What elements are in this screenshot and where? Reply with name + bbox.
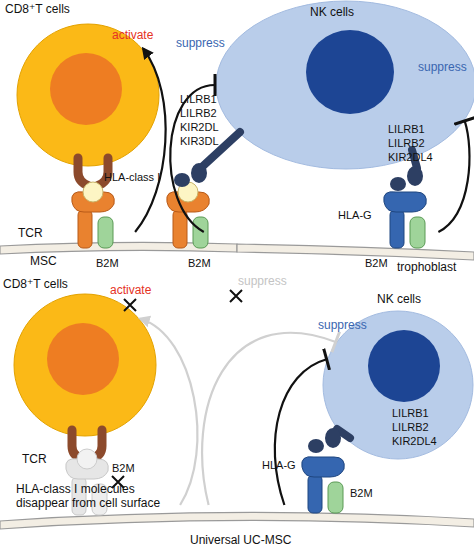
t-cell-circle: CD8⁺T cells — [16, 23, 160, 167]
nk-receptor-domain — [174, 173, 190, 187]
cell-nucleus — [306, 30, 394, 114]
cell-nucleus — [47, 323, 119, 395]
edge-label: suppress — [238, 274, 287, 288]
annotation-label: B2M — [188, 256, 211, 270]
b2m-domain — [410, 217, 425, 248]
activation-arrow — [140, 319, 197, 505]
inhibition-connector — [202, 333, 336, 505]
annotation-label: TCR — [18, 226, 43, 240]
alpha12-domain — [302, 457, 345, 477]
edge-label: suppress — [176, 36, 225, 50]
cross-mark — [230, 290, 242, 302]
t-cell-circle: CD8⁺T cells — [13, 293, 157, 437]
hla-class-i-molecule — [72, 182, 115, 248]
node-shape — [215, 0, 474, 170]
b2m-domain — [98, 217, 113, 248]
annotation-label: LILRB1 — [392, 406, 429, 420]
alpha3-domain — [308, 475, 322, 513]
b2m-domain — [328, 482, 343, 513]
nk-receptor-domain — [325, 428, 341, 448]
annotation-label: HLA-G — [338, 208, 372, 222]
alpha3-domain — [173, 210, 187, 248]
annotation-label: LILRB1 — [388, 122, 425, 136]
peptide — [83, 182, 103, 202]
tcr-chain — [78, 158, 89, 186]
annotation-label: HLA-G — [262, 458, 296, 472]
annotation-label: TCR — [22, 452, 47, 466]
peptide — [77, 449, 97, 469]
cell-label: CD8⁺T cells — [5, 2, 70, 16]
edge-label: suppress — [418, 60, 467, 74]
annotation-label: B2M — [365, 256, 388, 270]
annotation-label: HLA-class I — [104, 170, 160, 184]
membrane-band — [237, 244, 474, 260]
annotation-label: LILRB2 — [180, 106, 217, 120]
edge-label: suppress — [318, 318, 367, 332]
cell-label: NK cells — [377, 292, 421, 306]
nk-receptor-domain — [390, 177, 406, 191]
annotation-label: KIR2DL — [180, 120, 219, 134]
alpha12-domain — [384, 192, 427, 212]
inhibition-connector — [438, 121, 469, 232]
nk-receptor-domain — [407, 166, 423, 186]
cell-membrane: Universal UC-MSC — [0, 505, 474, 553]
annotation-label: KIR2DL4 — [392, 434, 437, 448]
cell-body — [14, 294, 156, 436]
nk-cell-ellipse: NK cells — [215, 0, 474, 170]
cell-body — [323, 311, 473, 459]
activation-arrow — [135, 49, 166, 232]
cross-mark — [124, 299, 136, 311]
annotation-label: LILRB2 — [392, 420, 429, 434]
cell-label: NK cells — [310, 5, 354, 19]
cell-body — [216, 1, 474, 169]
cell-membrane: trophoblast — [237, 232, 474, 277]
annotation-label: B2M — [112, 461, 135, 475]
cell-label: Universal UC-MSC — [190, 533, 291, 547]
alpha3-domain — [390, 210, 404, 248]
annotation-label: B2M — [96, 256, 119, 270]
cell-label: trophoblast — [397, 260, 456, 274]
hla-g-molecule — [302, 457, 345, 513]
hla-class-i-molecule — [167, 182, 210, 248]
annotation-label: LILRB1 — [180, 92, 217, 106]
edge-label: activate — [112, 28, 153, 42]
b2m-domain — [193, 217, 208, 248]
annotation-label: KIR3DL — [180, 134, 219, 148]
node-shape — [13, 293, 157, 437]
alpha3-domain — [78, 210, 92, 248]
hla-g-molecule — [384, 192, 427, 248]
annotation-label: HLA-class I molecules disappear from cel… — [16, 482, 186, 510]
edge-label: activate — [110, 283, 151, 297]
membrane-band — [0, 512, 474, 529]
cell-label: MSC — [30, 254, 57, 268]
inhibition-connector — [275, 359, 327, 505]
cell-nucleus — [368, 330, 440, 402]
annotation-label: LILRB2 — [388, 136, 425, 150]
annotation-label: B2M — [350, 486, 373, 500]
cell-body — [17, 24, 159, 166]
cell-nucleus — [50, 53, 122, 125]
nk-receptor-domain — [308, 439, 324, 453]
cell-label: CD8⁺T cells — [3, 277, 68, 291]
nk-receptor-domain — [191, 163, 207, 183]
node-shape — [16, 23, 160, 167]
annotation-label: KIR2DL4 — [388, 150, 433, 164]
